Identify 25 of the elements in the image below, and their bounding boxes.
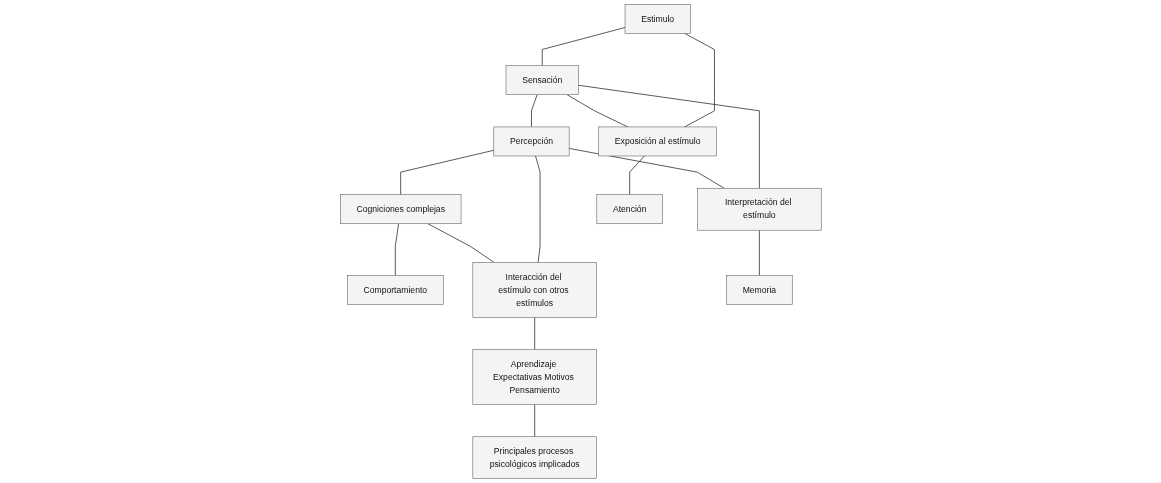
node-box: Principales procesos psicológicos implicados bbox=[472, 436, 597, 479]
node-box: Sensación bbox=[505, 65, 579, 95]
node-box: Comportamiento bbox=[346, 275, 444, 305]
node-box: Exposición al estímulo bbox=[598, 126, 717, 157]
connector bbox=[534, 404, 535, 438]
connector bbox=[534, 155, 541, 263]
connector bbox=[427, 223, 495, 263]
connector bbox=[400, 149, 494, 196]
connector bbox=[534, 316, 535, 350]
node-box: Memoria bbox=[725, 275, 793, 305]
node-box: Estimulo bbox=[624, 4, 691, 34]
node-box: Aprendizaje Expectativas Motivos Pensamiento bbox=[472, 349, 597, 405]
connector bbox=[758, 229, 760, 276]
node-box: Percepción bbox=[493, 126, 570, 157]
connector bbox=[577, 84, 760, 189]
node-box: Interacción del estímulo con otros estímulos bbox=[472, 262, 597, 318]
node-box: Interpretación del estímulo bbox=[697, 188, 822, 231]
connector bbox=[566, 94, 628, 128]
connector bbox=[568, 148, 725, 189]
node-box: Cogniciones complejas bbox=[339, 194, 462, 224]
connector bbox=[541, 27, 626, 67]
node-box: Atención bbox=[596, 194, 663, 224]
connector bbox=[394, 223, 399, 276]
connector bbox=[629, 155, 645, 196]
connector bbox=[530, 94, 538, 128]
